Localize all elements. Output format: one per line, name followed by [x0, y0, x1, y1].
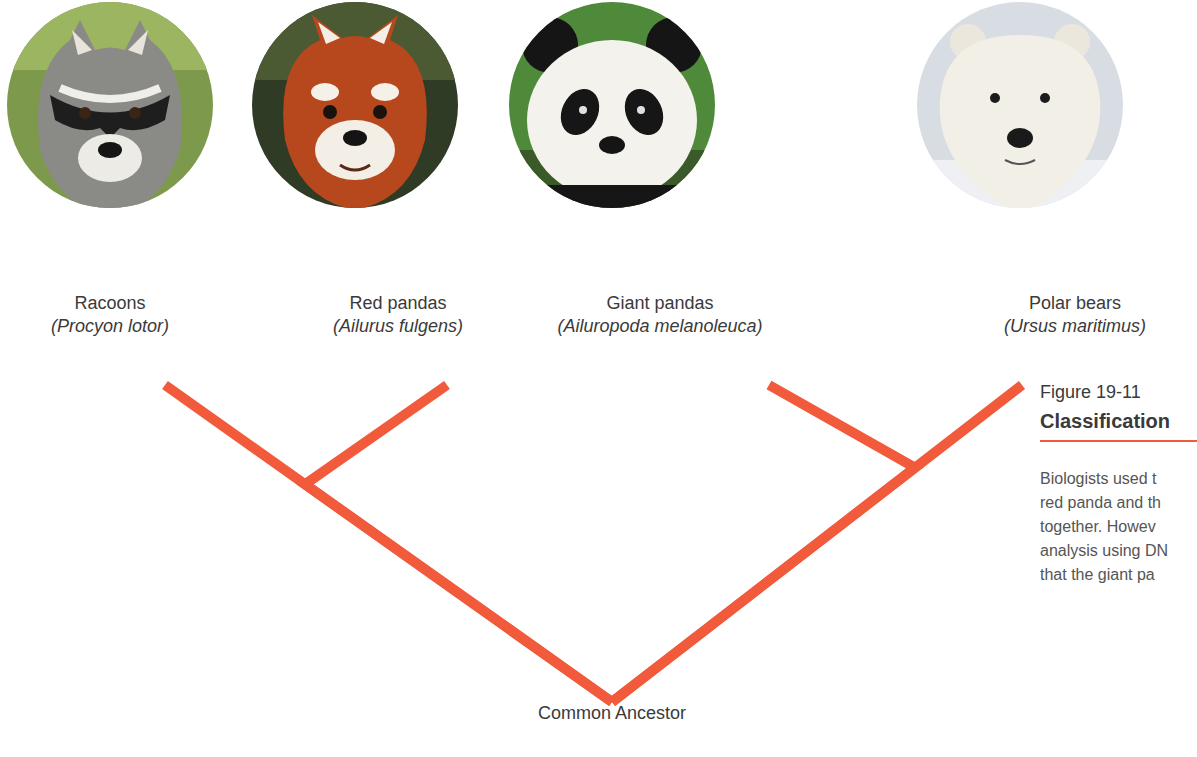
caption-heading: Classification	[1040, 410, 1170, 433]
species-name: (Ursus maritimus)	[996, 315, 1154, 338]
common-name: Common Ancestor	[530, 702, 695, 725]
species-name: (Ailurus fulgens)	[325, 315, 472, 338]
species-name: (Procyon lotor)	[43, 315, 178, 338]
caption-text: together. Howev	[1040, 518, 1156, 536]
giant-panda-photo	[505, 0, 720, 215]
caption-text: that the giant pa	[1040, 566, 1155, 584]
species-label: Racoons(Procyon lotor)	[43, 292, 178, 385]
common-name: Giant pandas	[549, 292, 771, 315]
cladogram-branch	[612, 385, 915, 702]
species-label: Red pandas(Ailurus fulgens)	[325, 292, 472, 385]
common-name: Red pandas	[325, 292, 472, 315]
caption-text: red panda and th	[1040, 494, 1161, 512]
polar-bear-photo	[910, 0, 1135, 215]
caption-text: analysis using DN	[1040, 542, 1168, 560]
red-panda-photo	[250, 0, 465, 210]
cladogram-branch	[305, 385, 612, 702]
caption-text: Biologists used t	[1040, 470, 1157, 488]
caption-rule	[1040, 440, 1197, 442]
figure-number: Figure 19-11	[1040, 382, 1141, 403]
cladogram-branch	[165, 385, 612, 702]
species-label: Polar bears(Ursus maritimus)	[996, 292, 1154, 385]
ancestor-label: Common Ancestor	[530, 702, 695, 731]
common-name: Racoons	[43, 292, 178, 315]
species-label: Giant pandas(Ailuropoda melanoleuca)	[549, 292, 771, 385]
common-name: Polar bears	[996, 292, 1154, 315]
racoon-photo	[0, 0, 220, 215]
cladogram-branch	[612, 385, 1022, 702]
species-name: (Ailuropoda melanoleuca)	[549, 315, 771, 338]
